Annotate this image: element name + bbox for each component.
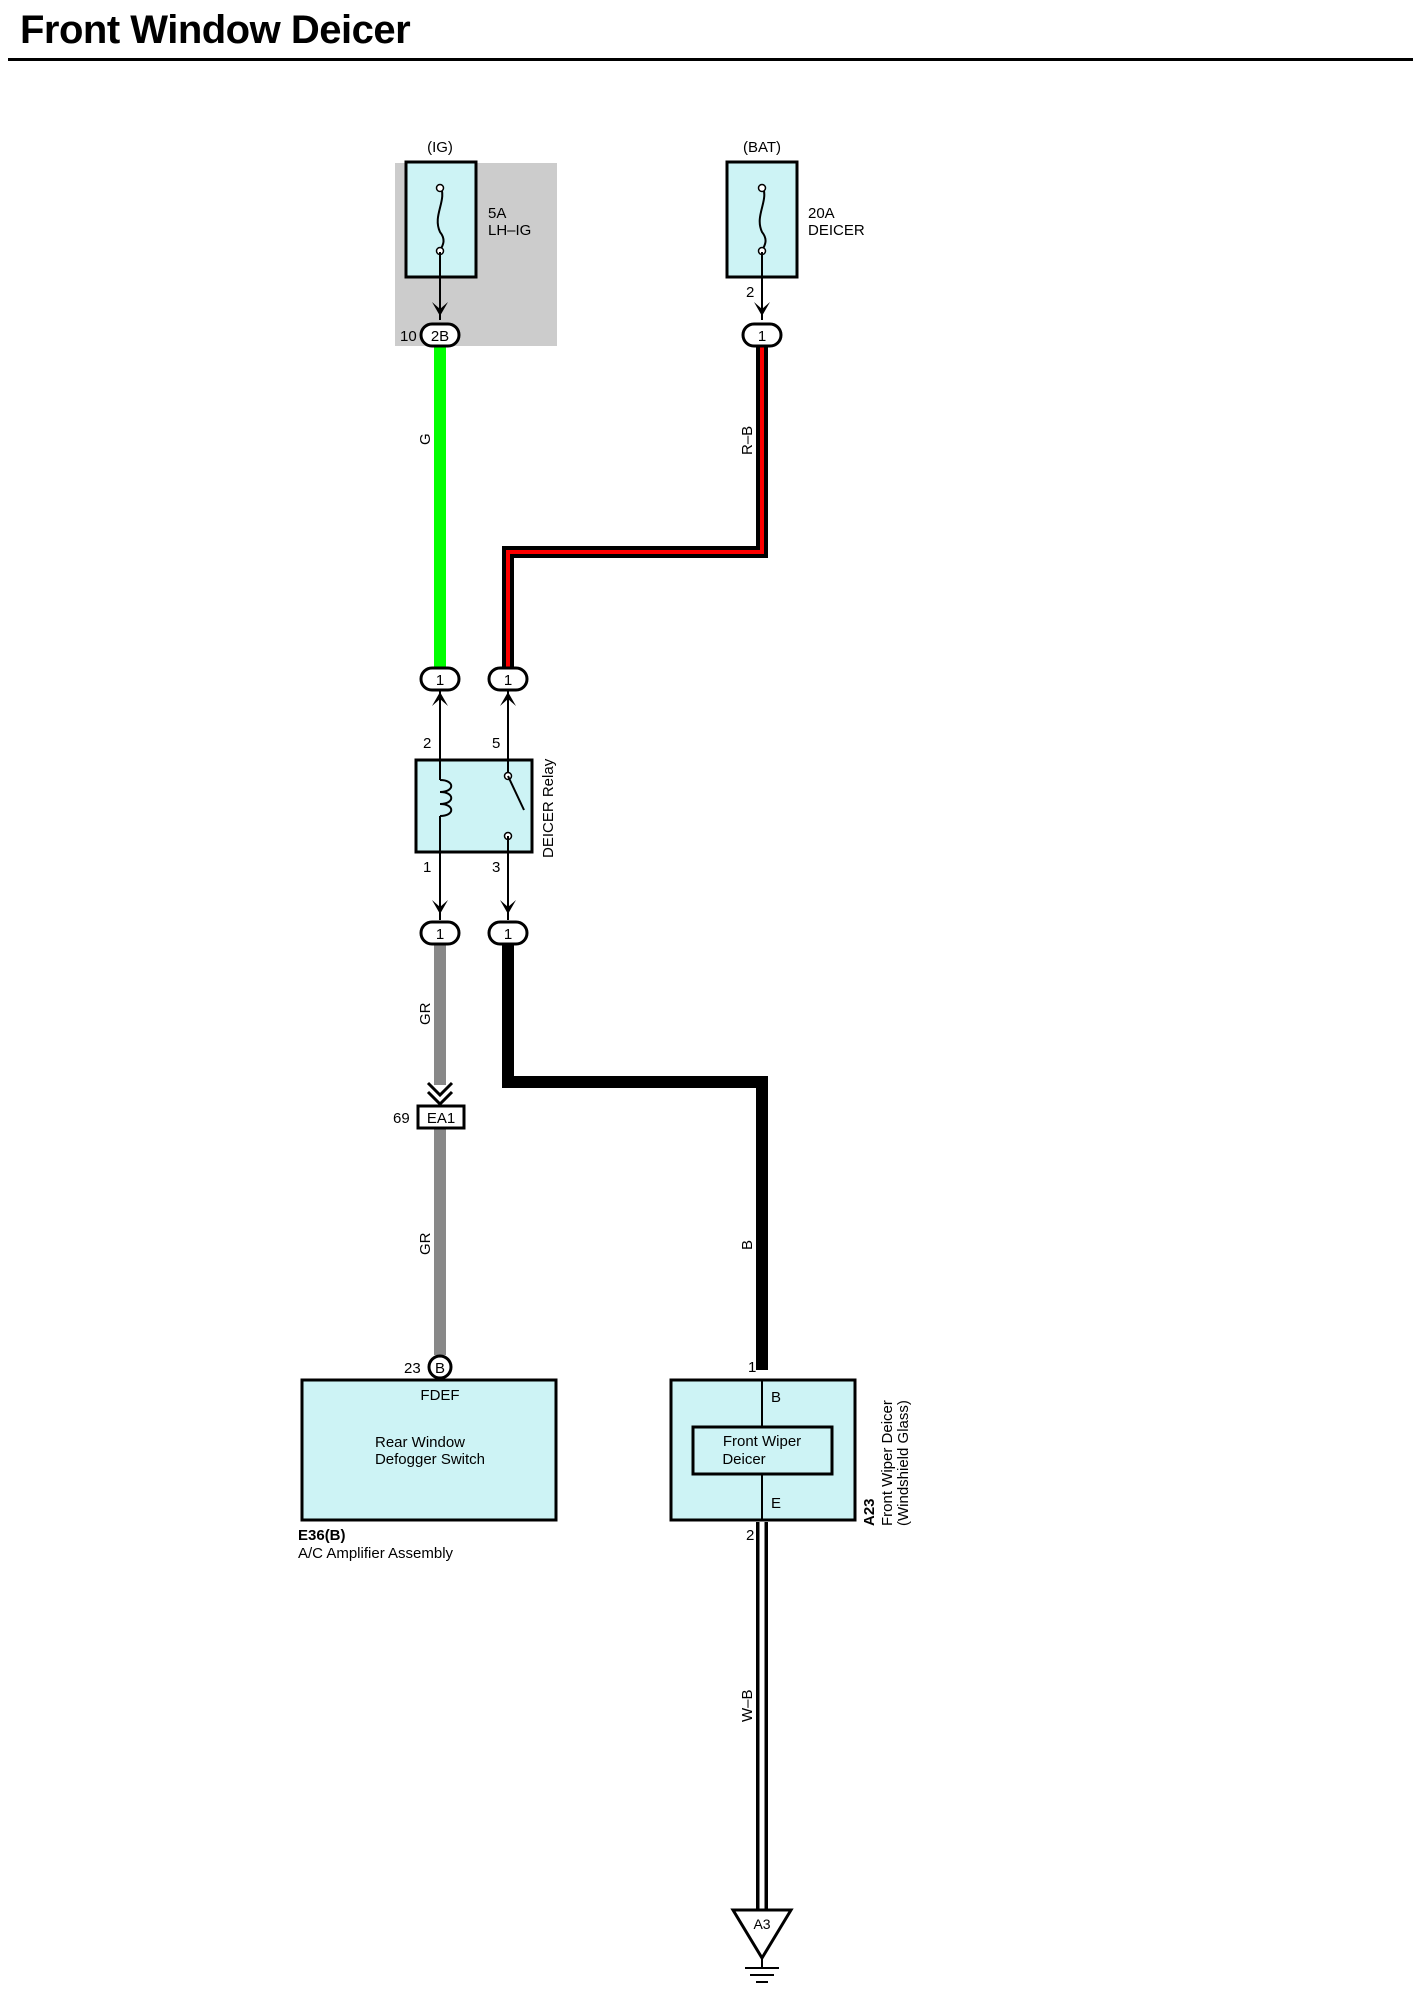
relay-pin-2: 2: [423, 735, 431, 752]
relay-pin-3: 3: [492, 859, 500, 876]
wire-b-label: B: [739, 1240, 756, 1250]
connector-relay-bottom-right: 1: [487, 852, 529, 946]
title-divider: [8, 58, 1413, 61]
amp-inner-line2: Defogger Switch: [375, 1451, 485, 1468]
svg-text:1: 1: [758, 328, 766, 345]
svg-text:1: 1: [504, 926, 512, 943]
fuse-deicer: (BAT) 20A DEICER 2: [725, 139, 865, 320]
fuse-ig-supply-label: (IG): [427, 139, 453, 156]
svg-text:2B: 2B: [431, 328, 449, 345]
deicer-in-pin: 1: [748, 1359, 756, 1376]
wire-wb-label: W–B: [739, 1689, 756, 1722]
relay-coil: [439, 779, 453, 817]
deicer-code: A23: [861, 1498, 878, 1526]
connector-2b-pin: 10: [400, 328, 417, 345]
amp-pin: 23: [404, 1360, 421, 1377]
wire-rb: [502, 345, 768, 668]
deicer-name-line2: (Windshield Glass): [895, 1400, 912, 1526]
svg-text:1: 1: [504, 672, 512, 689]
amp-name: A/C Amplifier Assembly: [298, 1545, 454, 1562]
ground-triangle: [730, 1908, 794, 1961]
deicer-name-line1: Front Wiper Deicer: [879, 1400, 896, 1526]
fuse-bat-supply-label: (BAT): [743, 139, 781, 156]
deicer-out-pin: 2: [746, 1527, 754, 1544]
connector-ea1: EA1 69: [393, 1081, 466, 1130]
relay-box: [414, 758, 534, 854]
deicer-relay: 2 5 1 3 DEICER Relay: [414, 735, 557, 876]
wire-g-label: G: [417, 433, 434, 445]
deicer-terminal-e: E: [771, 1495, 781, 1512]
relay-pin-5: 5: [492, 735, 500, 752]
deicer-element: [691, 1425, 834, 1476]
wire-gr-upper-label: GR: [417, 1002, 434, 1025]
svg-text:A3: A3: [753, 1916, 770, 1932]
fuse-ig-name: LH–IG: [488, 222, 531, 239]
deicer-inner-line1: Front Wiper: [723, 1433, 801, 1450]
amp-terminal: FDEF: [420, 1387, 459, 1404]
svg-text:1: 1: [436, 672, 444, 689]
wire-b: [502, 945, 768, 1370]
svg-text:1: 1: [436, 926, 444, 943]
front-wiper-deicer: 1 B Front Wiper Deicer E 2 A23 Front Wip…: [669, 1359, 912, 1544]
fuse-bat-rating: 20A: [808, 205, 835, 222]
deicer-inner-line2: Deicer: [722, 1451, 765, 1468]
connector-bat-1: 1: [741, 322, 783, 348]
relay-switch: [507, 775, 525, 811]
connector-2b: 2B 10: [400, 322, 461, 348]
fuse-bat-name: DEICER: [808, 222, 865, 239]
amp-inner-line1: Rear Window: [375, 1434, 465, 1451]
svg-text:EA1: EA1: [427, 1110, 455, 1127]
relay-pin-1: 1: [423, 859, 431, 876]
deicer-terminal-b: B: [771, 1389, 781, 1406]
relay-name: DEICER Relay: [540, 758, 557, 858]
connector-relay-top-left: 1: [419, 666, 461, 760]
connector-relay-top-right: 1: [487, 666, 529, 760]
page-title: Front Window Deicer: [20, 8, 411, 52]
fuse-ig-rating: 5A: [488, 205, 506, 222]
connector-relay-bottom-left: 1: [419, 852, 461, 946]
ac-amplifier-assembly: B 23 FDEF Rear Window Defogger Switch E3…: [298, 1354, 558, 1562]
fuse-lh-ig: (IG) 5A LH–IG: [395, 139, 557, 346]
connector-ea1-pin: 69: [393, 1110, 410, 1127]
ground-a3: A3: [730, 1908, 794, 1983]
amp-box: [300, 1378, 558, 1522]
wire-rb-label: R–B: [739, 426, 756, 455]
wire-gr-lower-label: GR: [417, 1232, 434, 1255]
fuse-bat-pin: 2: [746, 284, 754, 301]
amp-code: E36(B): [298, 1527, 346, 1544]
amp-connector: B: [435, 1360, 445, 1377]
